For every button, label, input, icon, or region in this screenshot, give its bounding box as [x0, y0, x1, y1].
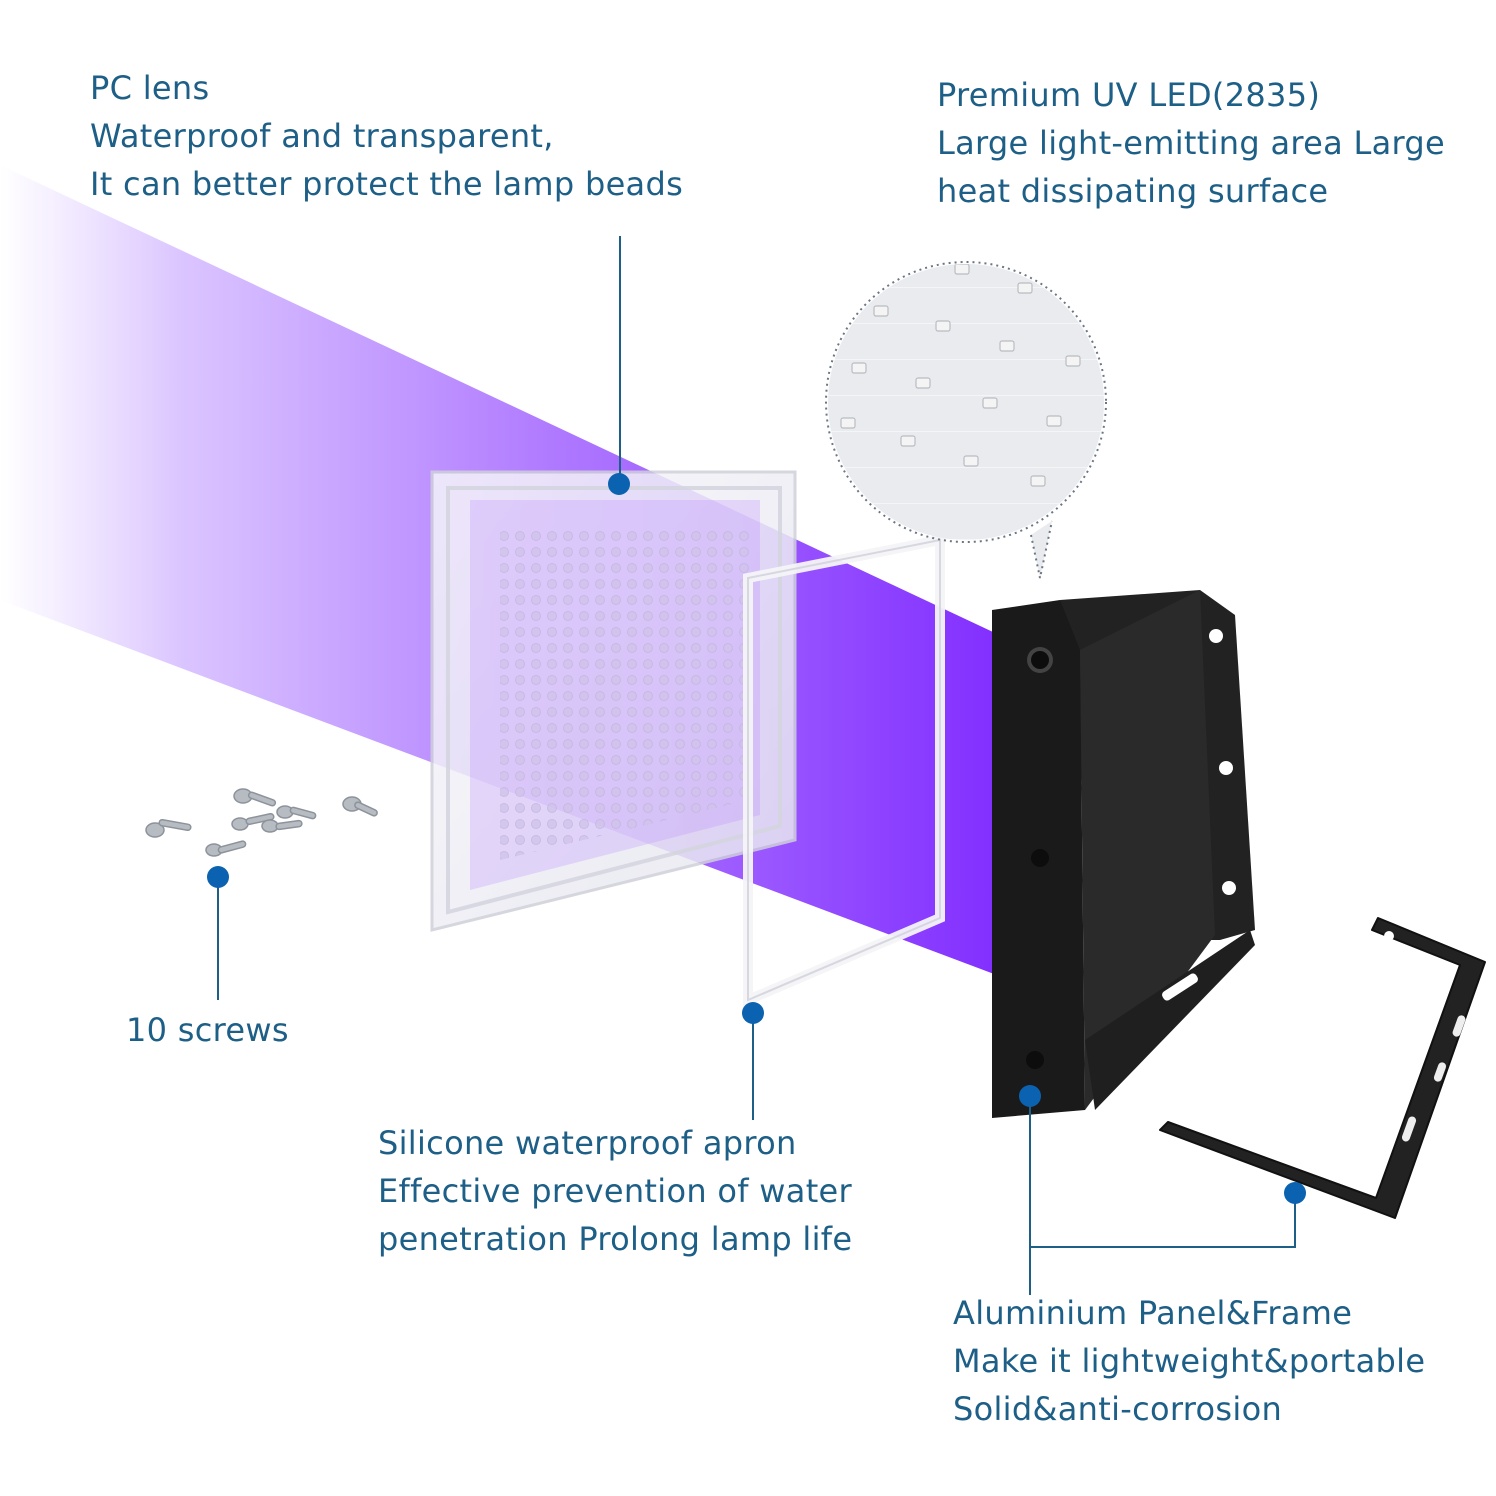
callout-silicone: Silicone waterproof apron Effective prev… [378, 1119, 852, 1263]
callout-silicone-line-2: Effective prevention of water [378, 1172, 852, 1210]
callout-pc-lens-line-1: PC lens [90, 69, 210, 107]
leader-lines [217, 236, 1296, 1295]
callout-aluminium: Aluminium Panel&Frame Make it lightweigh… [953, 1289, 1425, 1433]
callout-uv-led-line-1: Premium UV LED(2835) [937, 76, 1321, 114]
callout-silicone-line-3: penetration Prolong lamp life [378, 1220, 853, 1258]
marker-dot-pc-lens [608, 473, 630, 495]
marker-dot-housing [1019, 1085, 1041, 1107]
mounting-bracket-illustration [1159, 917, 1486, 1219]
callout-aluminium-line-3: Solid&anti-corrosion [953, 1390, 1283, 1428]
callout-pc-lens-line-2: Waterproof and transparent, [90, 117, 554, 155]
marker-dot-bracket [1284, 1182, 1306, 1204]
callout-silicone-line-1: Silicone waterproof apron [378, 1124, 797, 1162]
aluminium-housing-illustration [992, 590, 1255, 1118]
marker-dot-screws [207, 866, 229, 888]
callout-aluminium-line-1: Aluminium Panel&Frame [953, 1294, 1353, 1332]
silicone-gasket-illustration [743, 533, 945, 1008]
callout-uv-led: Premium UV LED(2835) Large light-emittin… [937, 71, 1445, 215]
callout-aluminium-line-2: Make it lightweight&portable [953, 1342, 1426, 1380]
callout-pc-lens-line-3: It can better protect the lamp beads [90, 165, 684, 203]
callout-pc-lens: PC lens Waterproof and transparent, It c… [90, 64, 683, 208]
callout-uv-led-line-2: Large light-emitting area Large [937, 124, 1446, 162]
led-zoom-bubble-illustration [825, 261, 1107, 579]
callout-screws-line-1: 10 screws [126, 1011, 289, 1049]
callout-screws: 10 screws [126, 1006, 289, 1054]
marker-dots [207, 473, 1306, 1204]
leader-line-bracket [1030, 1193, 1296, 1248]
pc-lens-illustration [430, 470, 797, 932]
callout-uv-led-line-3: heat dissipating surface [937, 172, 1329, 210]
marker-dot-silicone [742, 1002, 764, 1024]
screws-illustration [145, 788, 378, 857]
